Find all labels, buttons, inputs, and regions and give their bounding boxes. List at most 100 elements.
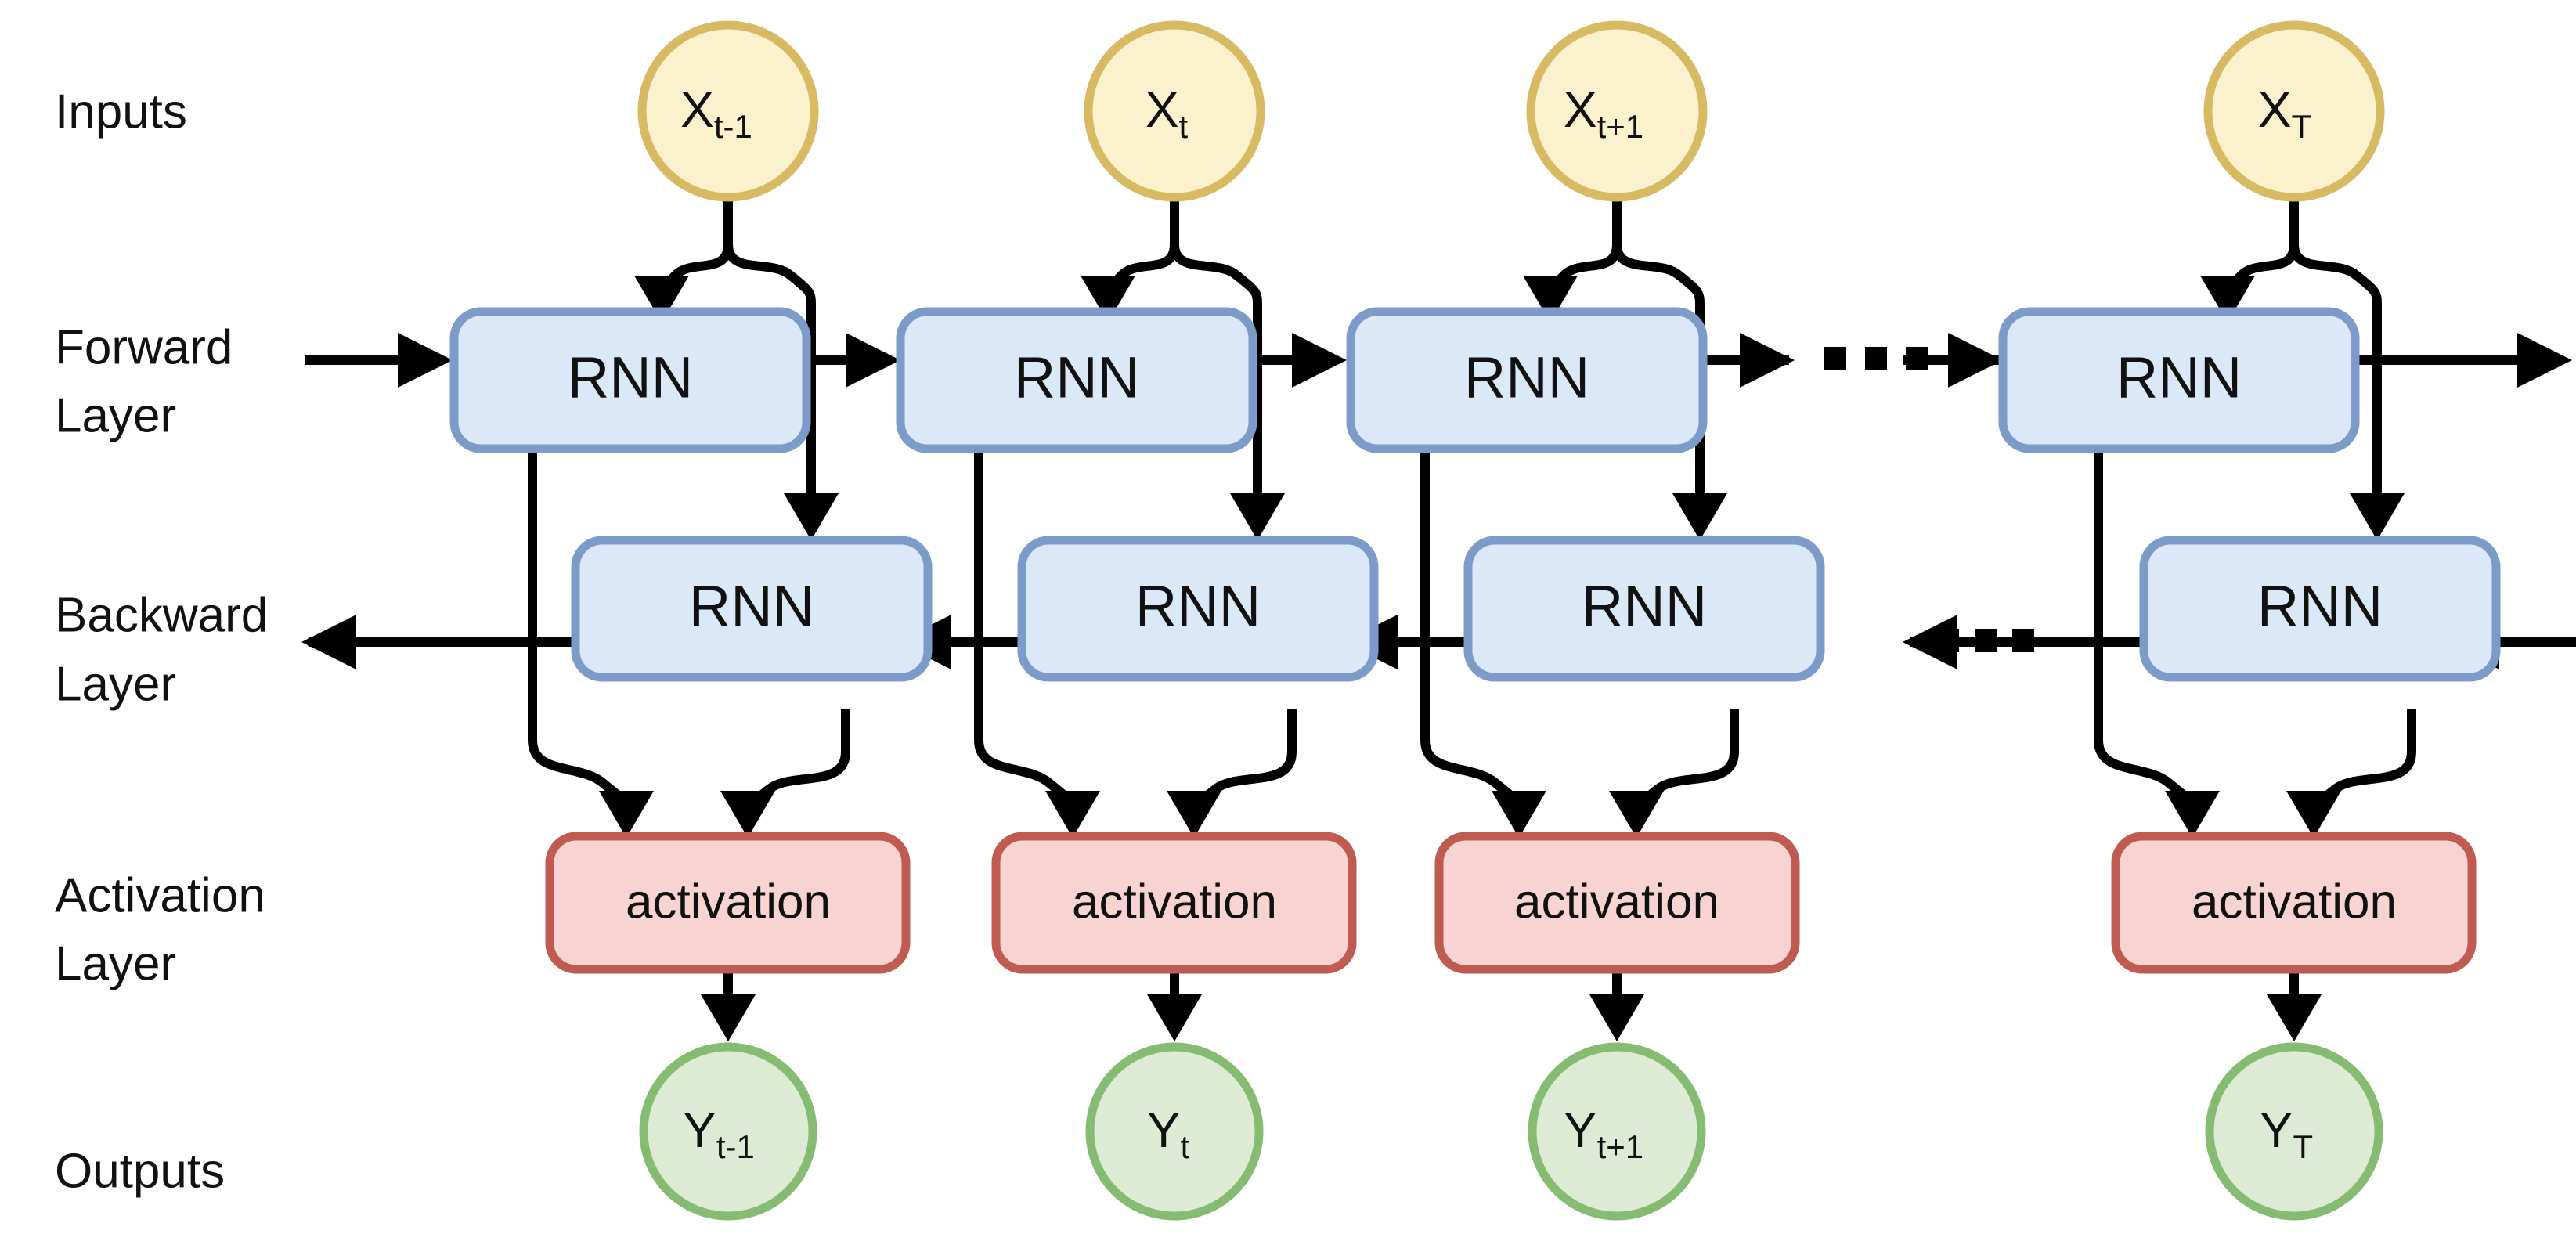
activation-box-0-label: activation: [626, 875, 831, 929]
input-node-3-label: XT: [2258, 81, 2311, 145]
activation-box-2-rect[interactable]: [1434, 832, 1800, 974]
output-node-3-circle[interactable]: [2205, 1042, 2383, 1221]
arrowhead-layer: [301, 276, 2572, 1041]
input-node-2-circle[interactable]: [1526, 20, 1708, 202]
output-node-1-sub: t: [1181, 1128, 1190, 1165]
input-node-3-circle[interactable]: [2203, 20, 2385, 202]
output-node-2-label: Yt+1: [1564, 1102, 1643, 1165]
activation-box-3[interactable]: activation: [2111, 832, 2477, 974]
output-node-1-label: Yt: [1147, 1102, 1190, 1165]
arrowhead-input-backward-2: [1230, 493, 1285, 540]
output-node-2[interactable]: Yt+1: [1528, 1042, 1706, 1221]
output-node-0-base: Y: [683, 1102, 716, 1158]
backward-cell-3-label: RNN: [2257, 574, 2383, 639]
forward-ellipsis-dot-1: [1824, 347, 1846, 370]
arrowhead-activation-output-2: [1147, 994, 1202, 1041]
backward-cell-0-label: RNN: [689, 574, 814, 639]
row-label-activation-layer-line-0: Activation: [55, 868, 265, 922]
arrowhead-activation-output-3: [1589, 994, 1644, 1041]
input-node-0-label: Xt-1: [680, 81, 752, 145]
input-node-1[interactable]: Xt: [1084, 20, 1265, 202]
arrowhead-forward-in-4: [1948, 333, 2003, 388]
activation-box-2[interactable]: activation: [1434, 832, 1800, 974]
output-node-3-label: YT: [2260, 1102, 2313, 1165]
row-label-backward-layer-line-0: Backward: [55, 588, 268, 642]
backward-cell-2[interactable]: RNN: [1463, 536, 1825, 682]
forward-cell-0-label: RNN: [568, 345, 693, 410]
input-node-3-sub: T: [2292, 108, 2312, 145]
input-node-2-base: X: [1564, 81, 1597, 138]
backward-cell-0-box[interactable]: [571, 536, 933, 682]
activation-box-1[interactable]: activation: [991, 832, 1357, 974]
arrowhead-forward-out-4: [2517, 333, 2572, 388]
arrowhead-forward-out-1: [846, 333, 900, 388]
backward-ellipsis-dot-1: [1937, 629, 1959, 652]
input-node-2[interactable]: Xt+1: [1526, 20, 1708, 202]
backward-ellipsis-dot-3: [2012, 629, 2034, 652]
arrowhead-input-backward-3: [1672, 493, 1727, 540]
activation-box-1-rect[interactable]: [991, 832, 1357, 974]
arrowhead-backward-activation-3: [1609, 791, 1664, 838]
activation-box-0[interactable]: activation: [545, 832, 911, 974]
wire-input-to-backward-1: [723, 244, 817, 522]
forward-cell-1-box[interactable]: [896, 307, 1257, 453]
output-node-1-base: Y: [1147, 1102, 1181, 1158]
wire-input-to-backward-3: [1612, 244, 1705, 522]
input-node-0[interactable]: Xt-1: [637, 20, 819, 202]
forward-cell-3-label: RNN: [2116, 345, 2242, 410]
backward-cell-2-label: RNN: [1582, 574, 1707, 639]
forward-cell-2[interactable]: RNN: [1346, 307, 1708, 453]
input-node-0-sub: t-1: [714, 108, 752, 145]
backward-cell-3[interactable]: RNN: [2139, 536, 2501, 682]
arrowhead-backward-activation-1: [720, 791, 775, 838]
backward-cell-0[interactable]: RNN: [571, 536, 933, 682]
arrowhead-forward-activation-2: [1045, 791, 1100, 838]
backward-cell-1[interactable]: RNN: [1017, 536, 1379, 682]
forward-cell-3-box[interactable]: [1998, 307, 2360, 453]
output-node-3[interactable]: YT: [2205, 1042, 2383, 1221]
output-node-0-circle[interactable]: [639, 1042, 817, 1221]
activation-box-3-rect[interactable]: [2111, 832, 2477, 974]
activation-box-2-label: activation: [1514, 875, 1719, 929]
row-label-forward-layer-line-0: Forward: [55, 320, 233, 374]
forward-cell-0[interactable]: RNN: [449, 307, 811, 453]
backward-cell-1-label: RNN: [1135, 574, 1261, 639]
forward-cell-1[interactable]: RNN: [896, 307, 1257, 453]
row-label-activation-layer: Activation Layer: [55, 868, 265, 990]
row-label-activation-layer-line-1: Layer: [55, 936, 176, 990]
output-node-2-circle[interactable]: [1528, 1042, 1706, 1221]
row-label-outputs: Outputs: [55, 1144, 225, 1198]
backward-cell-1-box[interactable]: [1017, 536, 1379, 682]
arrowhead-activation-output-4: [2267, 994, 2322, 1041]
input-node-0-circle[interactable]: [637, 20, 819, 202]
activation-box-1-label: activation: [1072, 875, 1277, 929]
activation-box-0-rect[interactable]: [545, 832, 911, 974]
arrowhead-input-forward-4: [2200, 276, 2255, 323]
row-label-inputs: Inputs: [55, 85, 187, 139]
input-node-1-circle[interactable]: [1084, 20, 1265, 202]
input-node-3[interactable]: XT: [2203, 20, 2385, 202]
input-node-2-label: Xt+1: [1564, 81, 1643, 145]
backward-ellipsis-dot-2: [1975, 629, 1997, 652]
forward-cell-0-box[interactable]: [449, 307, 811, 453]
forward-cell-3[interactable]: RNN: [1998, 307, 2360, 453]
output-node-1[interactable]: Yt: [1085, 1042, 1264, 1221]
output-node-2-base: Y: [1564, 1102, 1597, 1158]
row-label-outputs-line-0: Outputs: [55, 1144, 225, 1198]
backward-cell-2-box[interactable]: [1463, 536, 1825, 682]
backward-cell-3-box[interactable]: [2139, 536, 2501, 682]
forward-ellipsis-dot-2: [1865, 347, 1887, 370]
forward-cell-2-box[interactable]: [1346, 307, 1708, 453]
row-label-forward-layer: Forward Layer: [55, 320, 233, 442]
input-node-1-base: X: [1145, 81, 1179, 138]
arrowhead-backward-out-4: [1903, 615, 1957, 669]
arrowhead-forward-out-3: [1740, 333, 1795, 388]
input-node-1-label: Xt: [1145, 81, 1189, 145]
output-node-2-sub: t+1: [1597, 1128, 1644, 1165]
output-node-1-circle[interactable]: [1085, 1042, 1264, 1221]
input-node-0-base: X: [680, 81, 714, 138]
output-node-0[interactable]: Yt-1: [639, 1042, 817, 1221]
arrowhead-activation-output-1: [701, 994, 756, 1041]
